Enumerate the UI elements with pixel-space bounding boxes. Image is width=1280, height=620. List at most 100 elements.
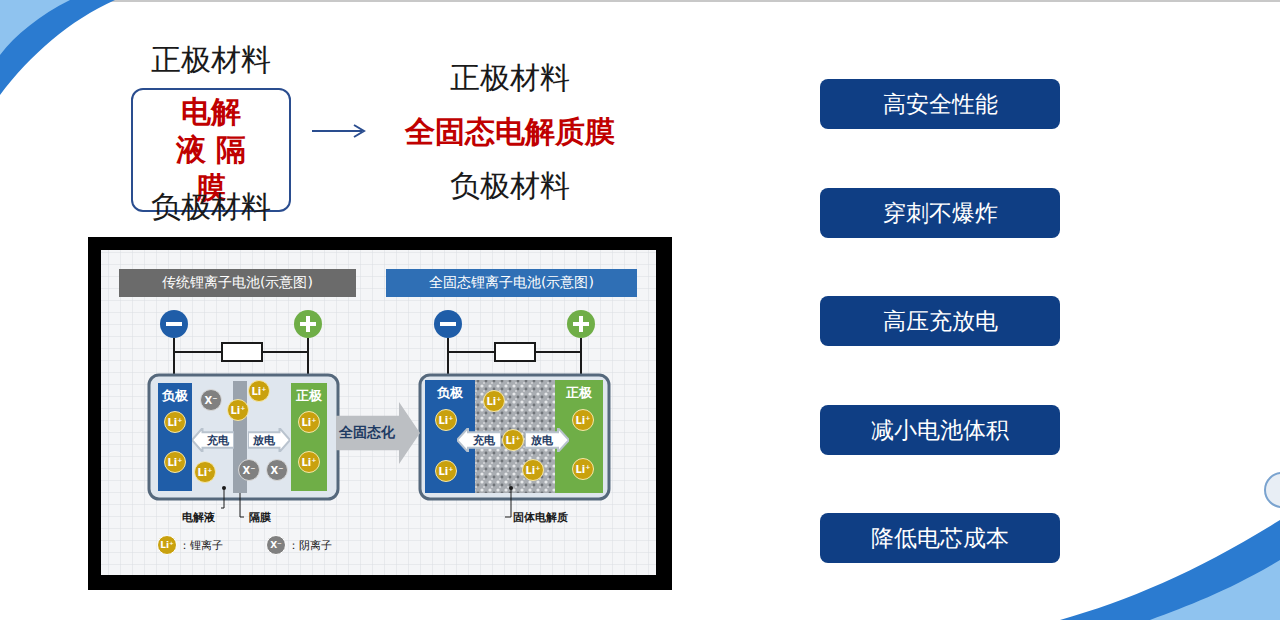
anion: X⁻ bbox=[238, 459, 260, 481]
node-text: Li⁺ bbox=[301, 457, 316, 468]
part-label: 电解液 bbox=[182, 510, 215, 525]
node-text: Li⁺ bbox=[575, 415, 590, 426]
material-label: 正极材料 bbox=[151, 40, 271, 81]
feature-button: 高压充放电 bbox=[820, 296, 1060, 346]
lithium-ion: Li⁺ bbox=[194, 461, 216, 483]
node-text: Li⁺ bbox=[438, 415, 453, 426]
part-label: 隔膜 bbox=[249, 510, 271, 525]
lithium-ion: Li⁺ bbox=[502, 429, 524, 451]
node-text: X⁻ bbox=[243, 465, 256, 476]
node-text: Li⁺ bbox=[301, 417, 316, 428]
feature-button: 降低电芯成本 bbox=[820, 513, 1060, 563]
minus-terminal bbox=[434, 310, 462, 338]
node-text: 高压充放电 bbox=[883, 306, 998, 337]
plus-sign bbox=[573, 316, 589, 332]
legend-text: ：锂离子 bbox=[179, 538, 223, 553]
node-text: Li⁺ bbox=[438, 466, 453, 477]
photo-frame bbox=[88, 237, 672, 590]
node-text: 传统锂离子电池(示意图) bbox=[162, 274, 313, 292]
node-text: 全固态锂离子电池(示意图) bbox=[429, 274, 594, 292]
node-text: Li⁺ bbox=[505, 435, 520, 446]
node-text: Li⁺ bbox=[167, 457, 182, 468]
lithium-ion: Li⁺ bbox=[164, 411, 186, 433]
lithium-ion: Li⁺ bbox=[483, 390, 505, 412]
material-label: 正极材料 bbox=[450, 58, 570, 99]
corner-swoosh bbox=[1060, 520, 1280, 620]
node-text: 充电 bbox=[473, 433, 495, 448]
leader-dot bbox=[509, 486, 513, 490]
discharge-arrow: 放电 bbox=[525, 428, 569, 452]
material-label: 全固态电解质膜 bbox=[405, 112, 615, 153]
plus-terminal bbox=[294, 310, 322, 338]
legend-symbol-text: Li⁺ bbox=[160, 540, 174, 550]
minus-terminal bbox=[160, 310, 188, 338]
node-text: 穿刺不爆炸 bbox=[883, 198, 998, 229]
node-text: 正极 bbox=[566, 384, 592, 402]
node-text: Li⁺ bbox=[197, 467, 212, 478]
node-text: Li⁺ bbox=[230, 405, 245, 416]
lithium-ion: Li⁺ bbox=[572, 409, 594, 431]
feature-button: 穿刺不爆炸 bbox=[820, 188, 1060, 238]
legend-text: ：阴离子 bbox=[288, 538, 332, 553]
transform-arrow: 全固态化 bbox=[336, 402, 420, 464]
node-text: Li⁺ bbox=[486, 396, 501, 407]
plus-sign bbox=[300, 316, 316, 332]
grid-panel bbox=[101, 250, 656, 575]
lithium-ion: Li⁺ bbox=[227, 399, 249, 421]
lithium-ion: Li⁺ bbox=[572, 458, 594, 480]
minus-sign bbox=[440, 322, 456, 326]
anion: X⁻ bbox=[266, 459, 288, 481]
leader-dot bbox=[222, 486, 226, 490]
corner-swoosh bbox=[1150, 560, 1280, 620]
feature-button: 高安全性能 bbox=[820, 79, 1060, 129]
charge-arrow: 充电 bbox=[457, 428, 501, 452]
plus-terminal bbox=[567, 310, 595, 338]
negative-electrode: 负极 Li⁺ Li⁺ bbox=[158, 383, 192, 491]
header-band: 全固态锂离子电池(示意图) bbox=[386, 269, 637, 297]
node-text: 降低电芯成本 bbox=[871, 523, 1009, 554]
node-text: 负极 bbox=[162, 387, 188, 405]
corner-swoosh bbox=[0, 0, 70, 55]
grid-lines bbox=[101, 250, 656, 575]
node-text: 高安全性能 bbox=[883, 89, 998, 120]
node-text: Li⁺ bbox=[525, 465, 540, 476]
battery-casing bbox=[420, 375, 609, 499]
header-band: 传统锂离子电池(示意图) bbox=[119, 269, 356, 297]
node-text: 正极 bbox=[296, 387, 322, 405]
node-text: Li⁺ bbox=[575, 464, 590, 475]
legend-symbol-text: X⁻ bbox=[270, 540, 282, 550]
material-label: 负极材料 bbox=[151, 187, 271, 228]
lithium-ion: Li⁺ bbox=[522, 459, 544, 481]
node-text: 充电 bbox=[207, 433, 229, 448]
lithium-ion: Li⁺ bbox=[164, 451, 186, 473]
lithium-ion: Li⁺ bbox=[298, 451, 320, 473]
battery-casing bbox=[149, 375, 338, 499]
part-label: 固体电解质 bbox=[513, 510, 568, 525]
anion: X⁻ bbox=[200, 389, 222, 411]
corner-swoosh bbox=[0, 0, 115, 95]
lithium-ion: Li⁺ bbox=[435, 409, 457, 431]
lithium-ion: Li⁺ bbox=[435, 460, 457, 482]
discharge-arrow: 放电 bbox=[248, 428, 290, 452]
lithium-ion: Li⁺ bbox=[248, 380, 270, 402]
node-text: Li⁺ bbox=[167, 417, 182, 428]
node-text: 放电 bbox=[531, 433, 553, 448]
node-text: 放电 bbox=[253, 433, 275, 448]
charge-arrow: 充电 bbox=[192, 428, 234, 452]
node-text: X⁻ bbox=[271, 465, 284, 476]
node-text: 全固态化 bbox=[339, 424, 395, 442]
positive-electrode: 正极 Li⁺ Li⁺ bbox=[291, 383, 327, 491]
right-circuit bbox=[448, 338, 581, 376]
transition-arrow bbox=[312, 130, 362, 132]
node-text: 减小电池体积 bbox=[871, 415, 1009, 446]
corner-icon bbox=[1265, 473, 1280, 507]
material-label: 负极材料 bbox=[450, 166, 570, 207]
node-text: 负极 bbox=[437, 384, 463, 402]
node-text: Li⁺ bbox=[251, 386, 266, 397]
lithium-ion: Li⁺ bbox=[298, 411, 320, 433]
minus-sign bbox=[166, 322, 182, 326]
top-rule bbox=[0, 0, 1280, 2]
node-text: X⁻ bbox=[205, 395, 218, 406]
feature-button: 减小电池体积 bbox=[820, 405, 1060, 455]
left-circuit bbox=[174, 338, 308, 376]
